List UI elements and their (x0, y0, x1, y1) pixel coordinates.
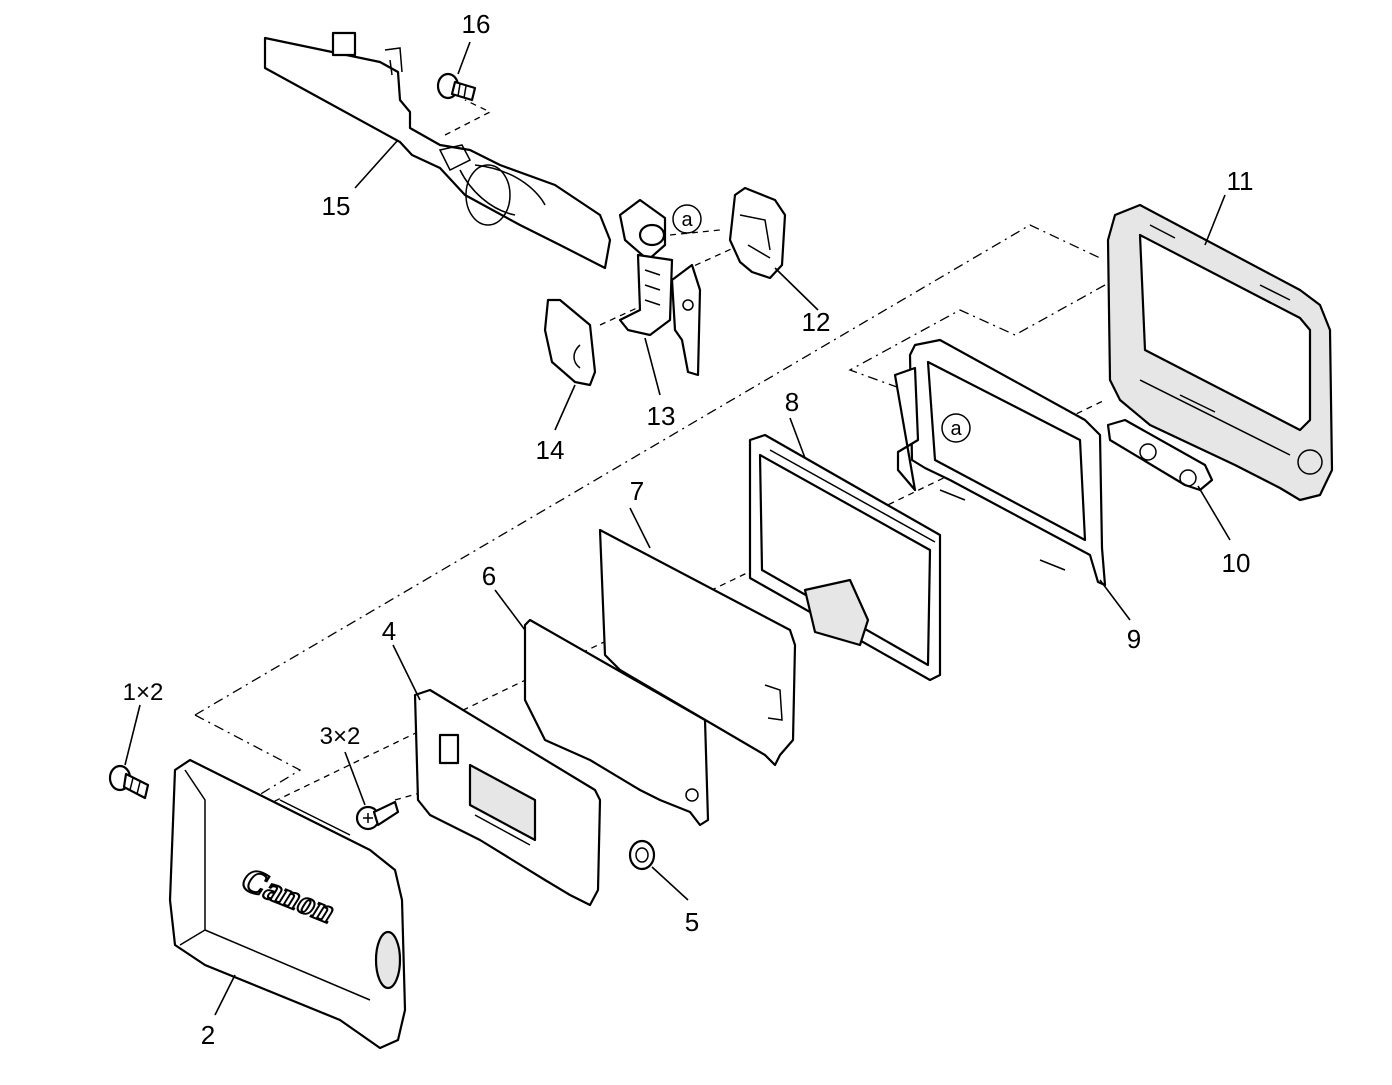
part-9-lcd-frame (893, 338, 1107, 587)
callout-10: 10 (1222, 548, 1251, 578)
part-2-front-cover: Canon (168, 758, 407, 1050)
part-13-hinge (618, 198, 702, 377)
part-14-hinge-cover (543, 298, 597, 387)
part-1-screw (108, 764, 150, 800)
callout-9: 9 (1127, 624, 1141, 654)
svg-text:a: a (681, 209, 693, 231)
callout-12: 12 (802, 307, 831, 337)
callout-7: 7 (630, 476, 644, 506)
callout-2: 2 (201, 1020, 215, 1050)
callout-3x2: 3×2 (320, 723, 361, 750)
callout-8: 8 (785, 387, 799, 417)
part-12-hinge-cover (728, 186, 787, 280)
part-4-circuit-board (413, 688, 602, 907)
svg-text:a: a (950, 418, 962, 440)
callout-labels: 16 15 11 12 13 14 8 7 6 4 10 9 1×2 3×2 5… (123, 9, 1254, 1050)
part-7-shield-sheet (598, 528, 797, 767)
callout-16: 16 (462, 9, 491, 39)
part-10-button-module (1106, 418, 1214, 492)
part-5-knob (628, 839, 656, 871)
callout-5: 5 (685, 907, 699, 937)
callout-11: 11 (1227, 166, 1254, 196)
part-8-lcd-panel (748, 433, 942, 682)
part-15-flex-cable (263, 31, 612, 270)
callout-13: 13 (647, 401, 676, 431)
leader-lines (124, 41, 1231, 1016)
callout-1x2: 1×2 (123, 679, 164, 706)
callout-14: 14 (536, 435, 565, 465)
callout-6: 6 (482, 561, 496, 591)
callout-15: 15 (322, 191, 351, 221)
reference-marker-a-top: a (672, 204, 702, 234)
part-11-rear-housing (1106, 203, 1334, 502)
part-3-screw (355, 800, 400, 831)
part-16-screw (436, 72, 477, 102)
callout-4: 4 (382, 616, 396, 646)
reference-marker-a-mid: a (941, 413, 971, 443)
part-6-insulation-sheet (523, 618, 710, 827)
